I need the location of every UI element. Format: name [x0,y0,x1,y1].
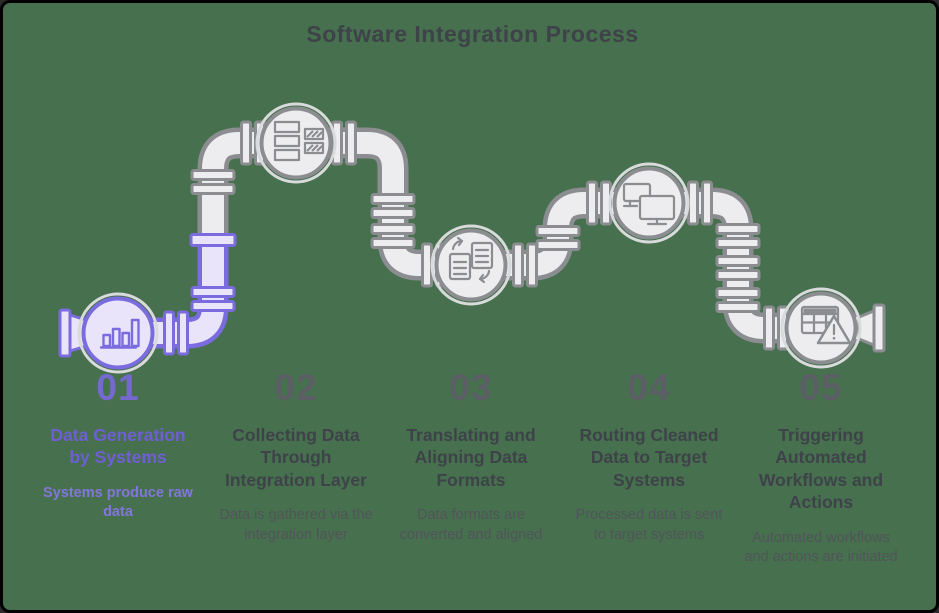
step-number: 02 [274,367,318,408]
pipe-purple-flanges [163,233,237,356]
step-number: 01 [96,367,140,408]
step-title: Routing Cleaned Data to Target Systems [579,425,719,490]
step-description: Data is gathered via the integration lay… [219,507,373,543]
node-triggering-workflows [780,287,862,369]
step-number: 03 [449,367,493,408]
step-column-1: 01 Data Generation by Systems Systems pr… [30,367,206,523]
step-description: Processed data is sent to target systems [575,507,723,543]
step-column-2: 02 Collecting Data Through Integration L… [208,367,384,545]
node-data-generation [77,292,159,374]
node-translating-formats [430,224,512,306]
monitors-icon [622,182,676,226]
table-warning-icon [800,305,852,345]
step-column-5: 05 Triggering Automated Workflows and Ac… [733,367,909,568]
step-number: 04 [627,367,671,408]
step-title: Data Generation by Systems [50,425,186,468]
node-collecting-data [255,102,337,184]
bar-chart-icon [99,318,140,349]
layers-icon [273,120,325,162]
node-routing-data [608,162,690,244]
document-sync-icon [448,236,494,284]
page-title: Software Integration Process [306,21,639,47]
step-description: Data formats are converted and aligned [399,507,543,543]
step-title: Triggering Automated Workflows and Actio… [758,425,884,513]
step-title: Translating and Aligning Data Formats [406,425,536,490]
step-number: 05 [799,367,843,408]
step-title: Collecting Data Through Integration Laye… [225,425,367,490]
step-description: Automated workflows and actions are init… [744,529,898,566]
step-description: Systems produce raw data [43,484,193,521]
step-column-3: 03 Translating and Aligning Data Formats… [383,367,559,545]
step-column-4: 04 Routing Cleaned Data to Target System… [561,367,737,545]
pipe-gray-flanges [190,120,789,351]
pipeline-diagram [58,102,886,374]
